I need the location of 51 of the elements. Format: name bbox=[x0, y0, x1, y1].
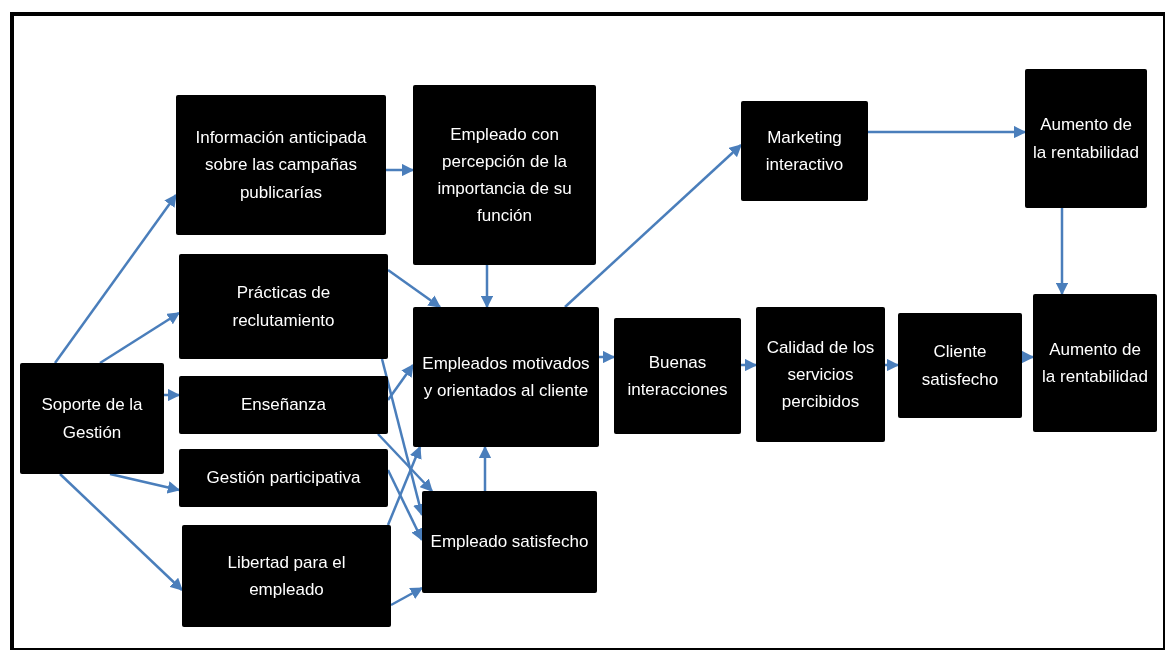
box-label: Gestión participativa bbox=[206, 467, 361, 490]
box-label: Aumento de la rentabilidad bbox=[1033, 114, 1139, 164]
box-label: Cliente satisfecho bbox=[920, 341, 1000, 391]
process-box bbox=[1033, 294, 1157, 432]
box-label: Enseñanza bbox=[240, 394, 327, 417]
process-box bbox=[422, 491, 597, 593]
process-box bbox=[756, 307, 885, 442]
arrow bbox=[1055, 208, 1069, 296]
arrow bbox=[377, 433, 433, 492]
arrow bbox=[599, 350, 616, 364]
process-box bbox=[20, 363, 164, 474]
process-box bbox=[413, 85, 596, 265]
box-label: Empleados motivados y orientados al cliente bbox=[421, 352, 591, 402]
box-label: Soporte de la Gestión bbox=[40, 394, 144, 444]
arrow bbox=[386, 469, 424, 542]
arrow bbox=[868, 125, 1027, 139]
process-box bbox=[413, 307, 599, 447]
process-box bbox=[898, 313, 1022, 418]
arrow bbox=[478, 445, 492, 491]
box-label: Empleado con percepción de la importancia de su función bbox=[436, 123, 573, 228]
box-label: Empleado satisfecho bbox=[430, 531, 589, 554]
arrow bbox=[164, 388, 181, 402]
box-label: Aumento de la rentabilidad bbox=[1041, 338, 1149, 388]
box-label: Libertad para el empleado bbox=[226, 551, 347, 601]
arrow bbox=[99, 311, 181, 365]
process-box bbox=[179, 449, 388, 507]
process-box bbox=[179, 376, 388, 434]
arrow bbox=[480, 265, 494, 309]
arrow bbox=[54, 194, 177, 364]
box-label: Información anticipada sobre las campañas publicarías bbox=[194, 127, 368, 204]
arrow bbox=[390, 586, 424, 607]
arrow bbox=[741, 358, 758, 372]
arrow bbox=[1021, 350, 1035, 364]
process-box bbox=[741, 101, 868, 201]
arrow bbox=[386, 163, 415, 177]
arrow bbox=[386, 445, 422, 526]
process-box bbox=[179, 254, 388, 359]
process-box bbox=[614, 318, 741, 434]
arrow bbox=[387, 364, 414, 401]
arrow bbox=[387, 269, 441, 308]
box-label: Marketing interactivo bbox=[764, 126, 845, 176]
process-box bbox=[1025, 69, 1147, 208]
box-label: Buenas interacciones bbox=[626, 351, 729, 401]
process-box bbox=[176, 95, 386, 235]
arrow bbox=[59, 473, 183, 591]
box-label: Calidad de los servicios percibidos bbox=[765, 336, 876, 414]
arrow bbox=[564, 144, 742, 308]
process-box bbox=[182, 525, 391, 627]
box-label: Prácticas de reclutamiento bbox=[231, 282, 336, 332]
arrow bbox=[885, 358, 900, 372]
arrow bbox=[109, 472, 181, 494]
